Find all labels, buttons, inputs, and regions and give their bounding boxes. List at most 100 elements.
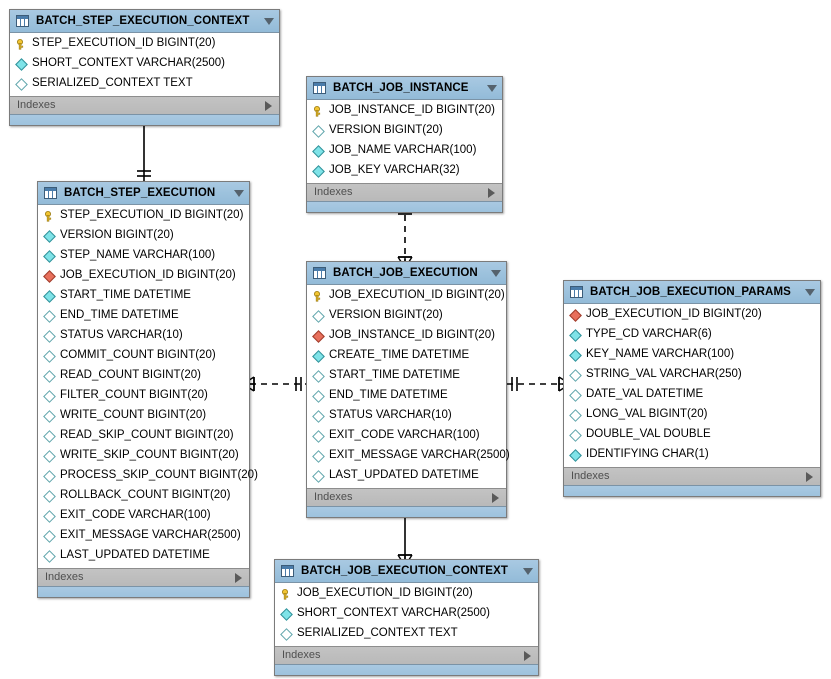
column-row[interactable]: ROLLBACK_COUNT BIGINT(20) [38, 486, 249, 506]
column-list: STEP_EXECUTION_ID BIGINT(20) VERSION BIGI… [38, 205, 258, 568]
column-label: WRITE_SKIP_COUNT BIGINT(20) [60, 449, 239, 462]
column-row[interactable]: JOB_KEY VARCHAR(32) [307, 161, 502, 181]
table-batch_job_execution_context[interactable]: BATCH_JOB_EXECUTION_CONTEXT JOB_EXECUTION… [274, 559, 539, 676]
column-row[interactable]: VERSION BIGINT(20) [307, 121, 502, 141]
nullable-column-icon [569, 388, 582, 402]
column-row[interactable]: WRITE_COUNT BIGINT(20) [38, 406, 249, 426]
column-row[interactable]: SHORT_CONTEXT VARCHAR(2500) [10, 54, 279, 74]
column-row[interactable]: JOB_NAME VARCHAR(100) [307, 141, 502, 161]
nullable-column-icon [569, 368, 582, 382]
column-row[interactable]: LONG_VAL BIGINT(20) [564, 405, 820, 425]
column-row[interactable]: END_TIME DATETIME [38, 306, 249, 326]
column-row[interactable]: JOB_EXECUTION_ID BIGINT(20) [307, 286, 506, 306]
column-row[interactable]: EXIT_MESSAGE VARCHAR(2500) [38, 526, 249, 546]
column-row[interactable]: STEP_EXECUTION_ID BIGINT(20) [38, 206, 249, 226]
column-row[interactable]: VERSION BIGINT(20) [307, 306, 506, 326]
table-header-batch_job_execution_params[interactable]: BATCH_JOB_EXECUTION_PARAMS [564, 281, 820, 304]
indexes-section-batch_job_execution[interactable]: Indexes [307, 488, 506, 506]
relationship-job-instance-job-execution[interactable] [397, 204, 413, 269]
column-row[interactable]: STATUS VARCHAR(10) [307, 406, 506, 426]
column-list: STEP_EXECUTION_ID BIGINT(20) SHORT_CONTEX… [10, 33, 279, 96]
column-row[interactable]: READ_COUNT BIGINT(20) [38, 366, 249, 386]
indexes-section-batch_job_instance[interactable]: Indexes [307, 183, 502, 201]
column-label: JOB_KEY VARCHAR(32) [329, 164, 460, 177]
indexes-section-batch_job_execution_params[interactable]: Indexes [564, 467, 820, 485]
column-row[interactable]: STEP_NAME VARCHAR(100) [38, 246, 249, 266]
table-icon [16, 15, 29, 27]
column-row[interactable]: EXIT_CODE VARCHAR(100) [307, 426, 506, 446]
expand-right-icon[interactable] [235, 572, 242, 583]
column-row[interactable]: SERIALIZED_CONTEXT TEXT [275, 624, 538, 644]
table-header-batch_job_instance[interactable]: BATCH_JOB_INSTANCE [307, 77, 502, 100]
column-row[interactable]: END_TIME DATETIME [307, 386, 506, 406]
column-row[interactable]: DATE_VAL DATETIME [564, 385, 820, 405]
chevron-down-icon[interactable] [805, 288, 815, 296]
column-label: LAST_UPDATED DATETIME [329, 469, 479, 482]
column-row[interactable]: TYPE_CD VARCHAR(6) [564, 325, 820, 345]
column-row[interactable]: KEY_NAME VARCHAR(100) [564, 345, 820, 365]
nullable-column-icon [312, 389, 325, 403]
table-header-batch_step_execution_context[interactable]: BATCH_STEP_EXECUTION_CONTEXT [10, 10, 279, 33]
column-label: JOB_EXECUTION_ID BIGINT(20) [60, 269, 236, 282]
primary-key-icon [313, 290, 324, 302]
expand-right-icon[interactable] [488, 187, 495, 198]
indexes-section-batch_job_execution_context[interactable]: Indexes [275, 646, 538, 664]
column-row[interactable]: JOB_EXECUTION_ID BIGINT(20) [275, 584, 538, 604]
column-label: JOB_EXECUTION_ID BIGINT(20) [297, 587, 473, 600]
column-row[interactable]: EXIT_MESSAGE VARCHAR(2500) [307, 446, 510, 466]
column-row[interactable]: WRITE_SKIP_COUNT BIGINT(20) [38, 446, 249, 466]
expand-right-icon[interactable] [806, 471, 813, 482]
table-icon [313, 82, 326, 94]
column-row[interactable]: READ_SKIP_COUNT BIGINT(20) [38, 426, 249, 446]
table-header-batch_job_execution_context[interactable]: BATCH_JOB_EXECUTION_CONTEXT [275, 560, 538, 583]
chevron-down-icon[interactable] [487, 84, 497, 92]
column-label: EXIT_CODE VARCHAR(100) [60, 509, 211, 522]
column-row[interactable]: STRING_VAL VARCHAR(250) [564, 365, 820, 385]
column-row[interactable]: DOUBLE_VAL DOUBLE [564, 425, 820, 445]
column-label: STEP_EXECUTION_ID BIGINT(20) [32, 37, 216, 50]
column-row[interactable]: START_TIME DATETIME [38, 286, 249, 306]
column-row[interactable]: FILTER_COUNT BIGINT(20) [38, 386, 249, 406]
indexes-section-batch_step_execution[interactable]: Indexes [38, 568, 249, 586]
chevron-down-icon[interactable] [523, 567, 533, 575]
column-label: JOB_INSTANCE_ID BIGINT(20) [329, 104, 495, 117]
indexes-section-batch_step_execution_context[interactable]: Indexes [10, 96, 279, 114]
column-row[interactable]: VERSION BIGINT(20) [38, 226, 249, 246]
column-label: START_TIME DATETIME [329, 369, 460, 382]
column-row[interactable]: IDENTIFYING CHAR(1) [564, 445, 820, 465]
chevron-down-icon[interactable] [491, 269, 501, 277]
column-row[interactable]: LAST_UPDATED DATETIME [38, 546, 249, 566]
column-row[interactable]: SHORT_CONTEXT VARCHAR(2500) [275, 604, 538, 624]
column-row[interactable]: STATUS VARCHAR(10) [38, 326, 249, 346]
column-row[interactable]: START_TIME DATETIME [307, 366, 506, 386]
table-batch_job_instance[interactable]: BATCH_JOB_INSTANCE JOB_INSTANCE_ID BIGINT… [306, 76, 503, 213]
column-label: DATE_VAL DATETIME [586, 388, 704, 401]
chevron-down-icon[interactable] [264, 17, 274, 25]
column-row[interactable]: LAST_UPDATED DATETIME [307, 466, 506, 486]
column-row[interactable]: JOB_INSTANCE_ID BIGINT(20) [307, 326, 506, 346]
expand-right-icon[interactable] [524, 650, 531, 661]
column-row[interactable]: SERIALIZED_CONTEXT TEXT [10, 74, 279, 94]
column-row[interactable]: COMMIT_COUNT BIGINT(20) [38, 346, 249, 366]
column-row[interactable]: JOB_EXECUTION_ID BIGINT(20) [38, 266, 249, 286]
table-header-batch_job_execution[interactable]: BATCH_JOB_EXECUTION [307, 262, 506, 285]
chevron-down-icon[interactable] [234, 189, 244, 197]
relationship-job-execution-params[interactable] [507, 376, 571, 392]
column-row[interactable]: STEP_EXECUTION_ID BIGINT(20) [10, 34, 279, 54]
column-label: STEP_EXECUTION_ID BIGINT(20) [60, 209, 244, 222]
nullable-column-icon [43, 369, 56, 383]
column-row[interactable]: CREATE_TIME DATETIME [307, 346, 506, 366]
column-row[interactable]: JOB_EXECUTION_ID BIGINT(20) [564, 305, 820, 325]
column-row[interactable]: EXIT_CODE VARCHAR(100) [38, 506, 249, 526]
expand-right-icon[interactable] [265, 100, 272, 111]
relationship-job-execution-step-execution[interactable] [242, 376, 306, 392]
column-row[interactable]: PROCESS_SKIP_COUNT BIGINT(20) [38, 466, 258, 486]
column-row[interactable]: JOB_INSTANCE_ID BIGINT(20) [307, 101, 502, 121]
expand-right-icon[interactable] [492, 492, 499, 503]
table-header-batch_step_execution[interactable]: BATCH_STEP_EXECUTION [38, 182, 249, 205]
column-label: STEP_NAME VARCHAR(100) [60, 249, 216, 262]
